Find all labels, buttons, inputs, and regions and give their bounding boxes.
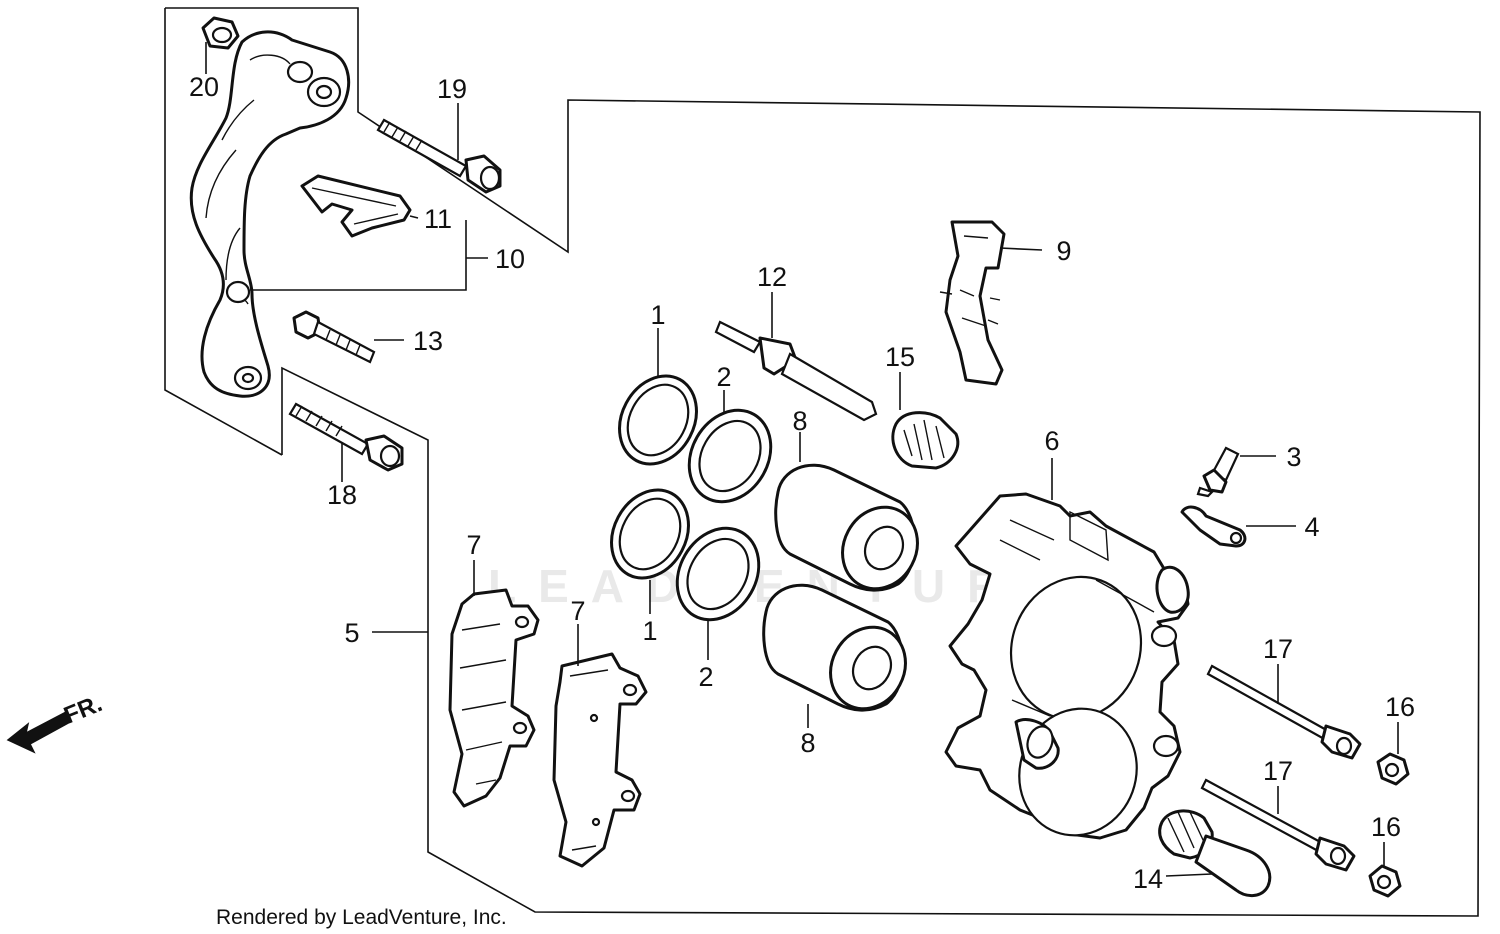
callout-7b: 7 [570, 596, 585, 626]
callout-8b: 8 [800, 728, 815, 758]
callout-10: 10 [495, 244, 525, 274]
callout-14: 14 [1133, 864, 1163, 894]
slide-pin-part-12 [714, 292, 878, 422]
callout-15: 15 [885, 342, 915, 372]
pin-bolt-part-14 [1158, 809, 1272, 897]
callout-16b: 16 [1371, 812, 1401, 842]
pad-spring-part-9 [939, 220, 1043, 386]
nut-part-16-upper [1376, 722, 1410, 786]
nut-part-20 [201, 16, 240, 74]
callout-2a: 2 [716, 362, 731, 392]
piston-seal-part-1-lower [610, 488, 690, 614]
piston-seal-part-1-upper [618, 328, 698, 466]
callout-3: 3 [1286, 442, 1301, 472]
callout-18: 18 [327, 480, 357, 510]
pin-boot-part-15 [891, 372, 960, 470]
bolt-part-18 [288, 402, 404, 482]
bleeder-cap-part-4 [1180, 505, 1296, 548]
callout-1a: 1 [650, 300, 665, 330]
callout-17b: 17 [1263, 756, 1293, 786]
leader-lines [250, 220, 488, 633]
callout-17a: 17 [1263, 634, 1293, 664]
callout-2b: 2 [698, 662, 713, 692]
front-direction-arrow: FR. [6, 690, 106, 754]
callout-11: 11 [424, 204, 452, 234]
pad-retainer-part-11 [300, 174, 419, 238]
piston-part-8-upper [774, 432, 919, 592]
callout-4: 4 [1304, 512, 1319, 542]
callout-16a: 16 [1385, 692, 1415, 722]
caliper-bracket [189, 30, 351, 398]
callout-12: 12 [757, 262, 787, 292]
callout-6: 6 [1044, 426, 1059, 456]
callout-8a: 8 [792, 406, 807, 436]
callout-9: 9 [1056, 236, 1071, 266]
callout-1b: 1 [642, 616, 657, 646]
caliper-pin-part-17-upper [1206, 664, 1362, 760]
bleeder-screw-part-3 [1196, 446, 1276, 498]
caliper-body-part-6 [944, 458, 1190, 840]
render-credit: Rendered by LeadVenture, Inc. [216, 906, 507, 929]
brake-pad-part-7-right [552, 624, 648, 868]
dust-seal-part-2-lower [675, 526, 761, 660]
brake-pad-part-7-left [448, 560, 540, 808]
assembly-boundary-lines [164, 7, 1481, 917]
piston-part-8-lower [762, 583, 907, 728]
callout-labels: 1 1 2 2 3 4 5 6 7 7 8 8 9 10 11 12 13 14… [189, 72, 1415, 894]
callout-5: 5 [344, 618, 359, 648]
callout-13: 13 [413, 326, 443, 356]
callout-20: 20 [189, 72, 219, 102]
callout-19: 19 [437, 74, 467, 104]
bolt-part-13 [292, 310, 404, 364]
nut-part-16-lower [1368, 842, 1402, 898]
bolt-part-19 [376, 103, 502, 194]
caliper-pin-part-17-lower [1200, 778, 1356, 872]
callout-7a: 7 [466, 530, 481, 560]
dust-seal-part-2-upper [687, 390, 773, 504]
direction-label: FR. [60, 690, 106, 730]
